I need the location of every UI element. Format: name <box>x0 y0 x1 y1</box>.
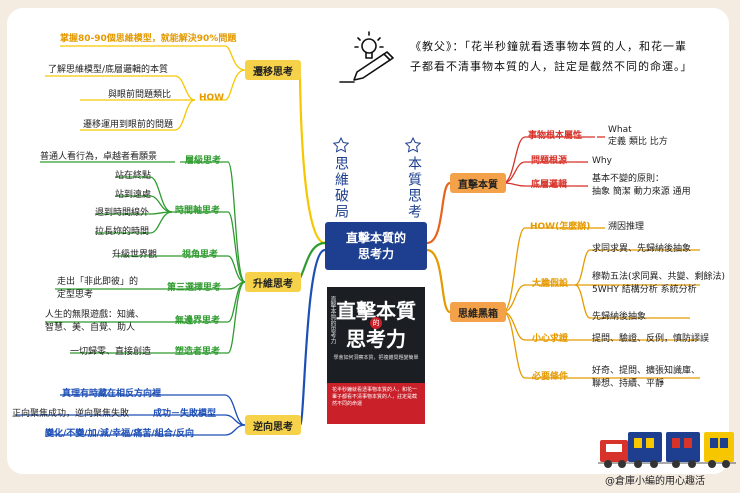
direct-item-1-value-1: What <box>608 125 632 135</box>
lightbulb-pencil-icon <box>339 31 394 83</box>
quote-line-2: 子都看不清事物本質的人，註定是截然不同的命運。」 <box>410 60 693 73</box>
blackbox-item-4-value-1: 好奇、提問、擴張知識庫、 <box>592 366 701 376</box>
node-blackbox[interactable]: 思維黑箱 <box>450 302 506 322</box>
direct-item-1-value-2: 定義 類比 比方 <box>608 137 668 147</box>
direct-item-3-value-1: 基本不變的原則： <box>592 174 665 184</box>
blackbox-item-1-value-1: 溯因推理 <box>608 222 645 232</box>
blackbox-item-2: 大膽假設 <box>532 279 569 289</box>
transfer-item-3: 遷移運用到眼前的問題 <box>83 120 174 130</box>
direct-item-3: 底層邏輯 <box>531 180 568 190</box>
reverse-top-note: 真理有時藏在相反方向裡 <box>62 389 162 399</box>
transfer-top-note: 掌握80-90個思維模型，就能解決90%問題 <box>60 34 237 44</box>
star-icons <box>332 136 422 153</box>
transfer-how: HOW <box>199 93 225 103</box>
link-transfer <box>298 69 326 245</box>
node-direct[interactable]: 直擊本質 <box>450 173 506 193</box>
link-blackbox <box>426 248 451 314</box>
blackbox-item-4-value-2: 聯想、持續、平靜 <box>592 379 665 389</box>
blackbox-item-1: HOW(怎麼辦) <box>530 222 591 232</box>
upgrade-group-2-item-3: 退到時間線外 <box>95 208 150 218</box>
upgrade-group-6-item-1: 一切歸零、直接創造 <box>70 347 152 357</box>
upgrade-group-1-item-1: 普通人看行為，卓越者看願景 <box>40 152 158 162</box>
upgrade-group-2-item-1: 站在終點 <box>115 171 152 181</box>
link-reverse <box>298 248 326 427</box>
upgrade-group-3-item-1: 升級世界觀 <box>112 250 158 260</box>
blackbox-item-3-value-1: 提問、驗證、反例，慎防謬誤 <box>592 334 710 344</box>
upgrade-group-3: 視角思考 <box>182 250 219 260</box>
node-transfer[interactable]: 遷移思考 <box>245 60 301 80</box>
upgrade-group-5-item-2: 智慧、美、自覺、助人 <box>45 323 136 333</box>
upgrade-group-4-item-2: 定型思考 <box>57 290 94 300</box>
upgrade-group-4: 第三選擇思考 <box>167 283 222 293</box>
blackbox-item-3: 小心求證 <box>532 334 569 344</box>
transfer-item-1: 了解思維模型/底層邏輯的本質 <box>48 65 169 75</box>
direct-item-2: 問題根源 <box>531 156 568 166</box>
book-title-bottom: 思考力 <box>346 327 406 351</box>
direct-item-3-value-2: 抽象 簡潔 動力來源 通用 <box>592 187 691 197</box>
book-seal: 的 <box>370 317 382 329</box>
center-node[interactable]: 直擊本質的 思考力 <box>325 222 427 270</box>
blackbox-item-4: 必要條件 <box>532 372 569 382</box>
node-upgrade[interactable]: 升維思考 <box>245 272 301 292</box>
direct-item-2-value-1: Why <box>592 156 612 166</box>
vertical-label-right: 本質思考 <box>406 156 422 220</box>
transfer-item-2: 與眼前問題類比 <box>108 90 172 100</box>
upgrade-group-2-item-4: 拉長妳的時間 <box>95 227 150 237</box>
blackbox-item-2-value-3: 5WHY 結構分析 系統分析 <box>592 285 697 295</box>
vertical-label-left: 思維破局 <box>333 156 349 220</box>
book-band-text: 花半秒鐘就看透事物本質的人，和花一輩子都看不清事物本質的人，註定是截然不同的命運 <box>332 387 418 407</box>
upgrade-group-6: 塑造者思考 <box>175 347 221 357</box>
reverse-pair-label: 成功－失敗模型 <box>153 409 217 419</box>
upgrade-group-1: 層級思考 <box>185 156 222 166</box>
upgrade-group-5-item-1: 人生的無限遊戲：知識、 <box>45 310 145 320</box>
link-direct <box>426 181 451 245</box>
direct-item-1: 事物根本屬性 <box>528 131 583 141</box>
blackbox-item-2-value-1: 求同求異、先歸納後抽象 <box>592 244 692 254</box>
book-cover: 直擊本質 思考力 的 學會如何洞察本質，把複雜問題變簡單 花半秒鐘就看透事物本質… <box>327 287 425 424</box>
upgrade-group-5: 無邊界思考 <box>175 316 221 326</box>
blackbox-item-2-value-4: 先歸納後抽象 <box>592 312 647 322</box>
star-icon-right <box>404 136 422 153</box>
book-band: 花半秒鐘就看透事物本質的人，和花一輩子都看不清事物本質的人，註定是截然不同的命運 <box>327 383 425 424</box>
star-icon-left <box>332 136 350 153</box>
upgrade-group-4-item-1: 走出「非此即彼」的 <box>57 277 139 287</box>
node-reverse[interactable]: 逆向思考 <box>245 415 301 435</box>
book-side-text: 直擊本質的思考力 <box>329 296 336 344</box>
quote-line-1: 《教父》：「花半秒鐘就看透事物本質的人，和花一輩 <box>410 40 687 53</box>
upgrade-group-2: 時間軸思考 <box>175 206 221 216</box>
upgrade-group-2-item-2: 站到遠處 <box>115 190 152 200</box>
train-icon <box>598 432 736 468</box>
reverse-bottom-note: 變化/不變/加/減/幸福/痛苦/組合/反向 <box>45 429 195 439</box>
reverse-pair-text: 正向聚焦成功，逆向聚焦失敗 <box>12 409 130 419</box>
blackbox-item-2-value-2: 穆勒五法(求同異、共變、剩餘法) <box>592 272 726 282</box>
book-subtitle: 學會如何洞察本質，把複雜問題變簡單 <box>333 355 419 361</box>
credit-text: @倉庫小編的用心趣活 <box>605 476 705 487</box>
